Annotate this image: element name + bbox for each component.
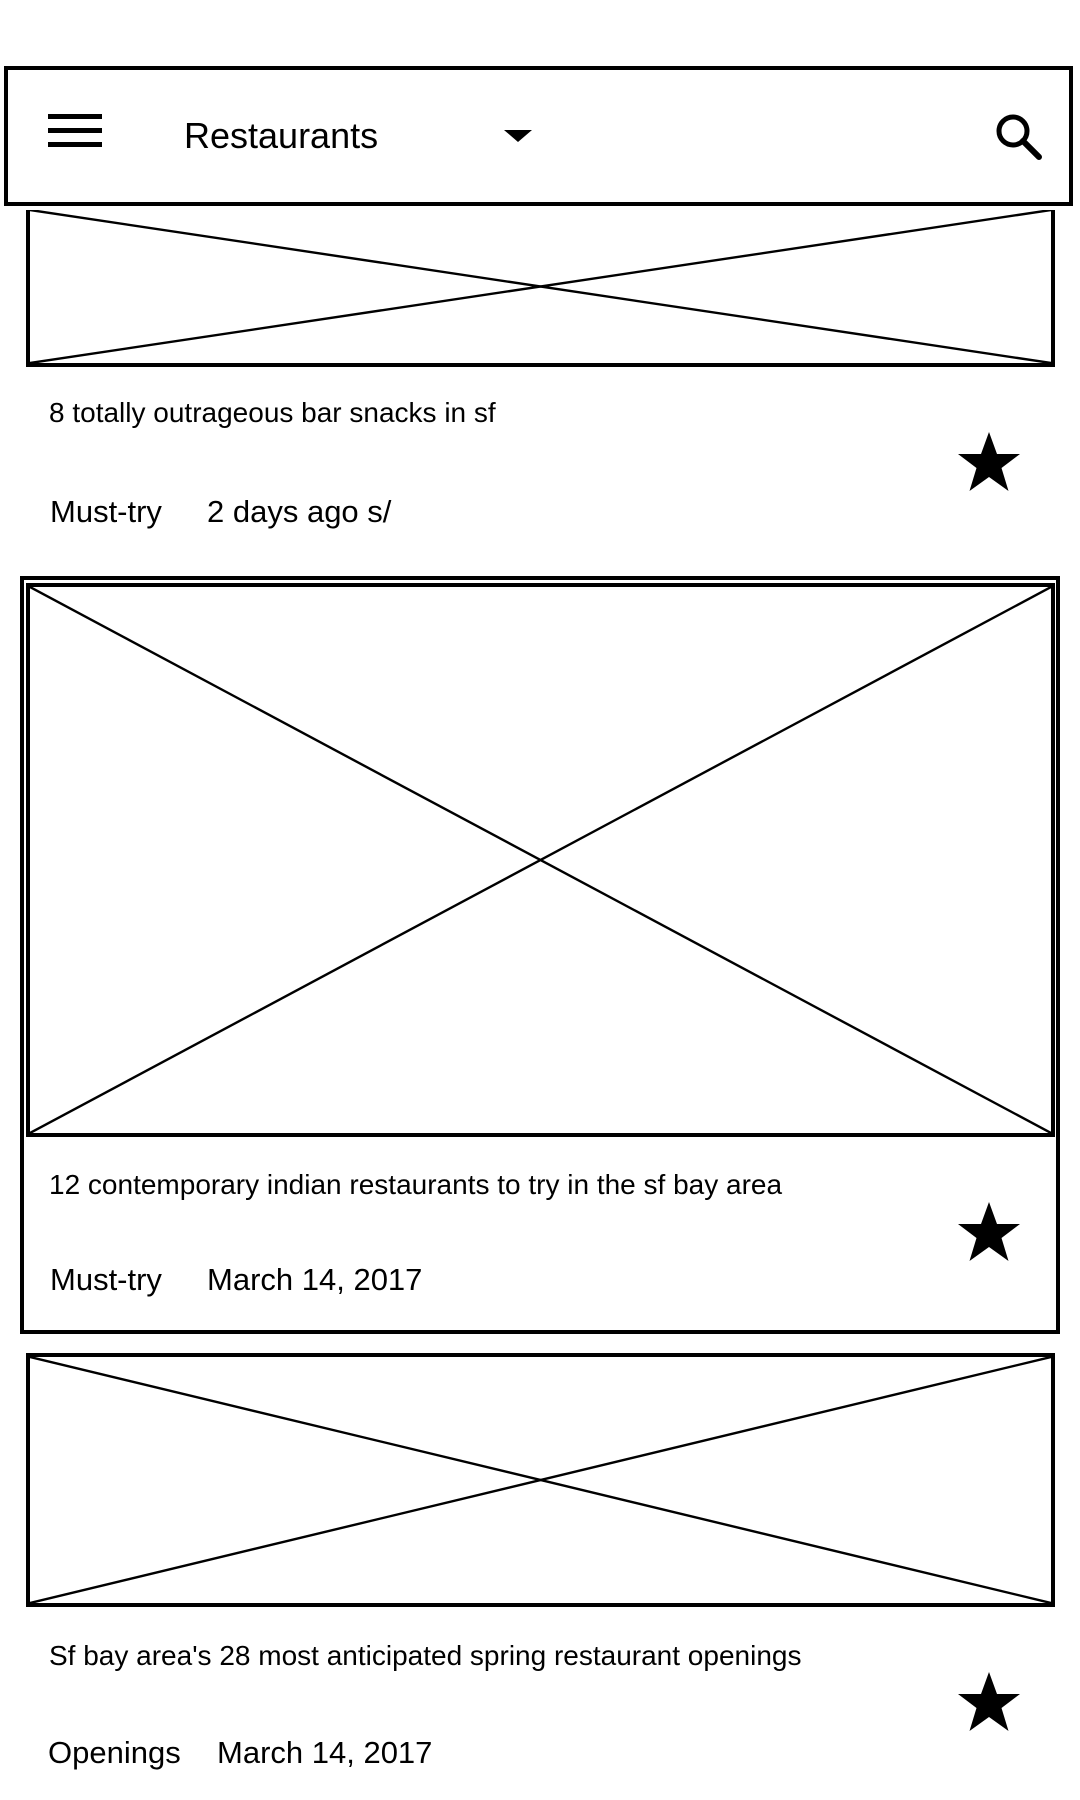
menu-bar bbox=[48, 114, 102, 119]
image-placeholder-cross bbox=[30, 587, 1051, 1133]
article-tag[interactable]: Must-try bbox=[50, 494, 162, 529]
category-dropdown[interactable]: Restaurants bbox=[178, 106, 538, 162]
article-card-frame[interactable] bbox=[20, 576, 1060, 1334]
search-icon[interactable] bbox=[994, 112, 1044, 162]
star-icon[interactable] bbox=[956, 1200, 1022, 1264]
article-title[interactable]: 8 totally outrageous bar snacks in sf bbox=[49, 397, 496, 428]
menu-bar bbox=[48, 128, 102, 133]
star-icon-graphic bbox=[958, 1672, 1020, 1731]
article-title[interactable]: Sf bay area's 28 most anticipated spring… bbox=[49, 1640, 802, 1671]
article-title[interactable]: 12 contemporary indian restaurants to tr… bbox=[49, 1169, 783, 1200]
article-date: 2 days ago s/ bbox=[207, 494, 392, 529]
star-icon-graphic bbox=[958, 1202, 1020, 1261]
article-tag[interactable]: Must-try bbox=[50, 1262, 162, 1297]
image-placeholder-cross bbox=[30, 210, 1051, 363]
article-date: March 14, 2017 bbox=[207, 1262, 423, 1297]
article-tag[interactable]: Openings bbox=[48, 1735, 181, 1770]
article-date: March 14, 2017 bbox=[217, 1735, 433, 1770]
image-placeholder-cross bbox=[30, 1357, 1051, 1603]
hamburger-menu-icon[interactable] bbox=[48, 114, 104, 152]
menu-bar bbox=[48, 142, 102, 147]
star-icon[interactable] bbox=[956, 430, 1022, 494]
article-image-placeholder[interactable] bbox=[26, 583, 1055, 1137]
app-header: Restaurants bbox=[4, 66, 1073, 206]
article-image-placeholder[interactable] bbox=[26, 210, 1055, 367]
category-dropdown-label: Restaurants bbox=[184, 115, 379, 156]
chevron-down-icon bbox=[504, 130, 532, 142]
search-icon-graphic bbox=[996, 114, 1042, 160]
article-image-placeholder[interactable] bbox=[26, 1353, 1055, 1607]
star-icon[interactable] bbox=[956, 1670, 1022, 1734]
star-icon-graphic bbox=[958, 432, 1020, 491]
